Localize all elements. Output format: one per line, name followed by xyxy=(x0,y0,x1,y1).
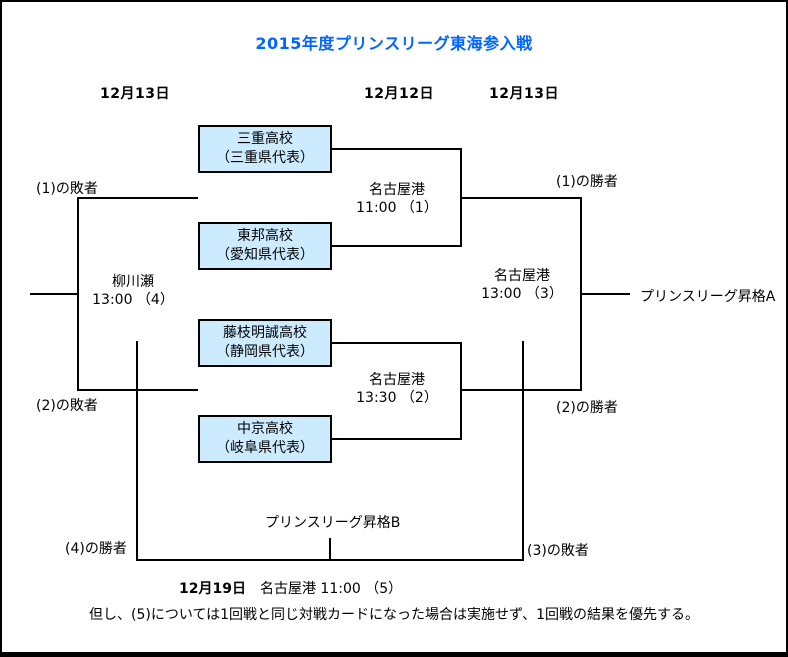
match3-connector-vertical xyxy=(580,197,582,391)
match4-time: 13:00 （4） xyxy=(92,292,174,308)
match5-connector-horizontal xyxy=(136,559,524,561)
match2-connector-vertical xyxy=(460,342,462,440)
label-winner-of-4: (4)の勝者 xyxy=(65,541,127,557)
match4-connector-vertical xyxy=(77,197,79,391)
team-prefecture: （三重県代表） xyxy=(216,150,314,166)
match1-connector-vertical xyxy=(460,148,462,247)
label-winner-of-1: (1)の勝者 xyxy=(556,174,618,190)
match2-connector-top xyxy=(332,342,462,344)
team-name: 東邦高校 xyxy=(237,228,293,244)
footnote: 但し、(5)については1回戦と同じ対戦カードになった場合は実施せず、1回戦の結果… xyxy=(89,607,699,623)
page-title: 2015年度プリンスリーグ東海参入戦 xyxy=(255,34,533,53)
match1-connector-bottom xyxy=(332,245,462,247)
team-name: 中京高校 xyxy=(237,421,293,437)
match5-connector-left xyxy=(136,341,138,561)
date-header-left: 12月13日 xyxy=(100,86,170,102)
match4-venue: 柳川瀬 xyxy=(112,274,154,290)
match1-connector-top xyxy=(332,148,462,150)
label-promotion-b: プリンスリーグ昇格B xyxy=(265,515,401,531)
team-box-fujieda-meisei: 藤枝明誠高校 （静岡県代表） xyxy=(198,319,332,367)
final-match-date: 12月19日 xyxy=(179,581,246,597)
team-box-chukyo: 中京高校 （岐阜県代表） xyxy=(198,415,332,463)
label-winner-of-2: (2)の勝者 xyxy=(556,400,618,416)
team-name: 藤枝明誠高校 xyxy=(223,325,307,341)
match2-annotation: 名古屋港 13:30 （2） xyxy=(337,371,457,407)
team-prefecture: （岐阜県代表） xyxy=(216,440,314,456)
label-loser-of-3: (3)の敗者 xyxy=(527,543,589,559)
date-header-right: 12月13日 xyxy=(489,86,559,102)
match4-winner-line xyxy=(30,293,77,295)
date-header-center: 12月12日 xyxy=(364,86,434,102)
team-box-toho: 東邦高校 （愛知県代表） xyxy=(198,222,332,270)
match3-time: 13:00 （3） xyxy=(481,286,563,302)
match2-connector-bottom xyxy=(332,438,462,440)
team-box-mie: 三重高校 （三重県代表） xyxy=(198,125,332,173)
final-match-details: 名古屋港 11:00 （5） xyxy=(245,581,403,597)
team-prefecture: （静岡県代表） xyxy=(216,344,314,360)
final-match-line: 12月19日 名古屋港 11:00 （5） xyxy=(179,578,402,598)
label-promotion-a: プリンスリーグ昇格A xyxy=(640,289,776,305)
label-loser-of-1: (1)の敗者 xyxy=(36,181,98,197)
match1-time: 11:00 （1） xyxy=(356,200,438,216)
match1-winner-line xyxy=(462,197,582,199)
match2-time: 13:30 （2） xyxy=(356,390,438,406)
match4-annotation: 柳川瀬 13:00 （4） xyxy=(73,273,193,309)
team-prefecture: （愛知県代表） xyxy=(216,247,314,263)
match4-connector-top xyxy=(77,197,198,199)
match1-venue: 名古屋港 xyxy=(369,182,425,198)
match5-connector-right xyxy=(522,341,524,561)
match3-annotation: 名古屋港 13:00 （3） xyxy=(462,267,582,303)
label-loser-of-2: (2)の敗者 xyxy=(36,398,98,414)
match1-annotation: 名古屋港 11:00 （1） xyxy=(337,181,457,217)
match2-venue: 名古屋港 xyxy=(369,372,425,388)
match3-venue: 名古屋港 xyxy=(494,268,550,284)
match5-winner-tick xyxy=(329,538,331,559)
team-name: 三重高校 xyxy=(237,131,293,147)
match3-winner-line xyxy=(582,293,630,295)
